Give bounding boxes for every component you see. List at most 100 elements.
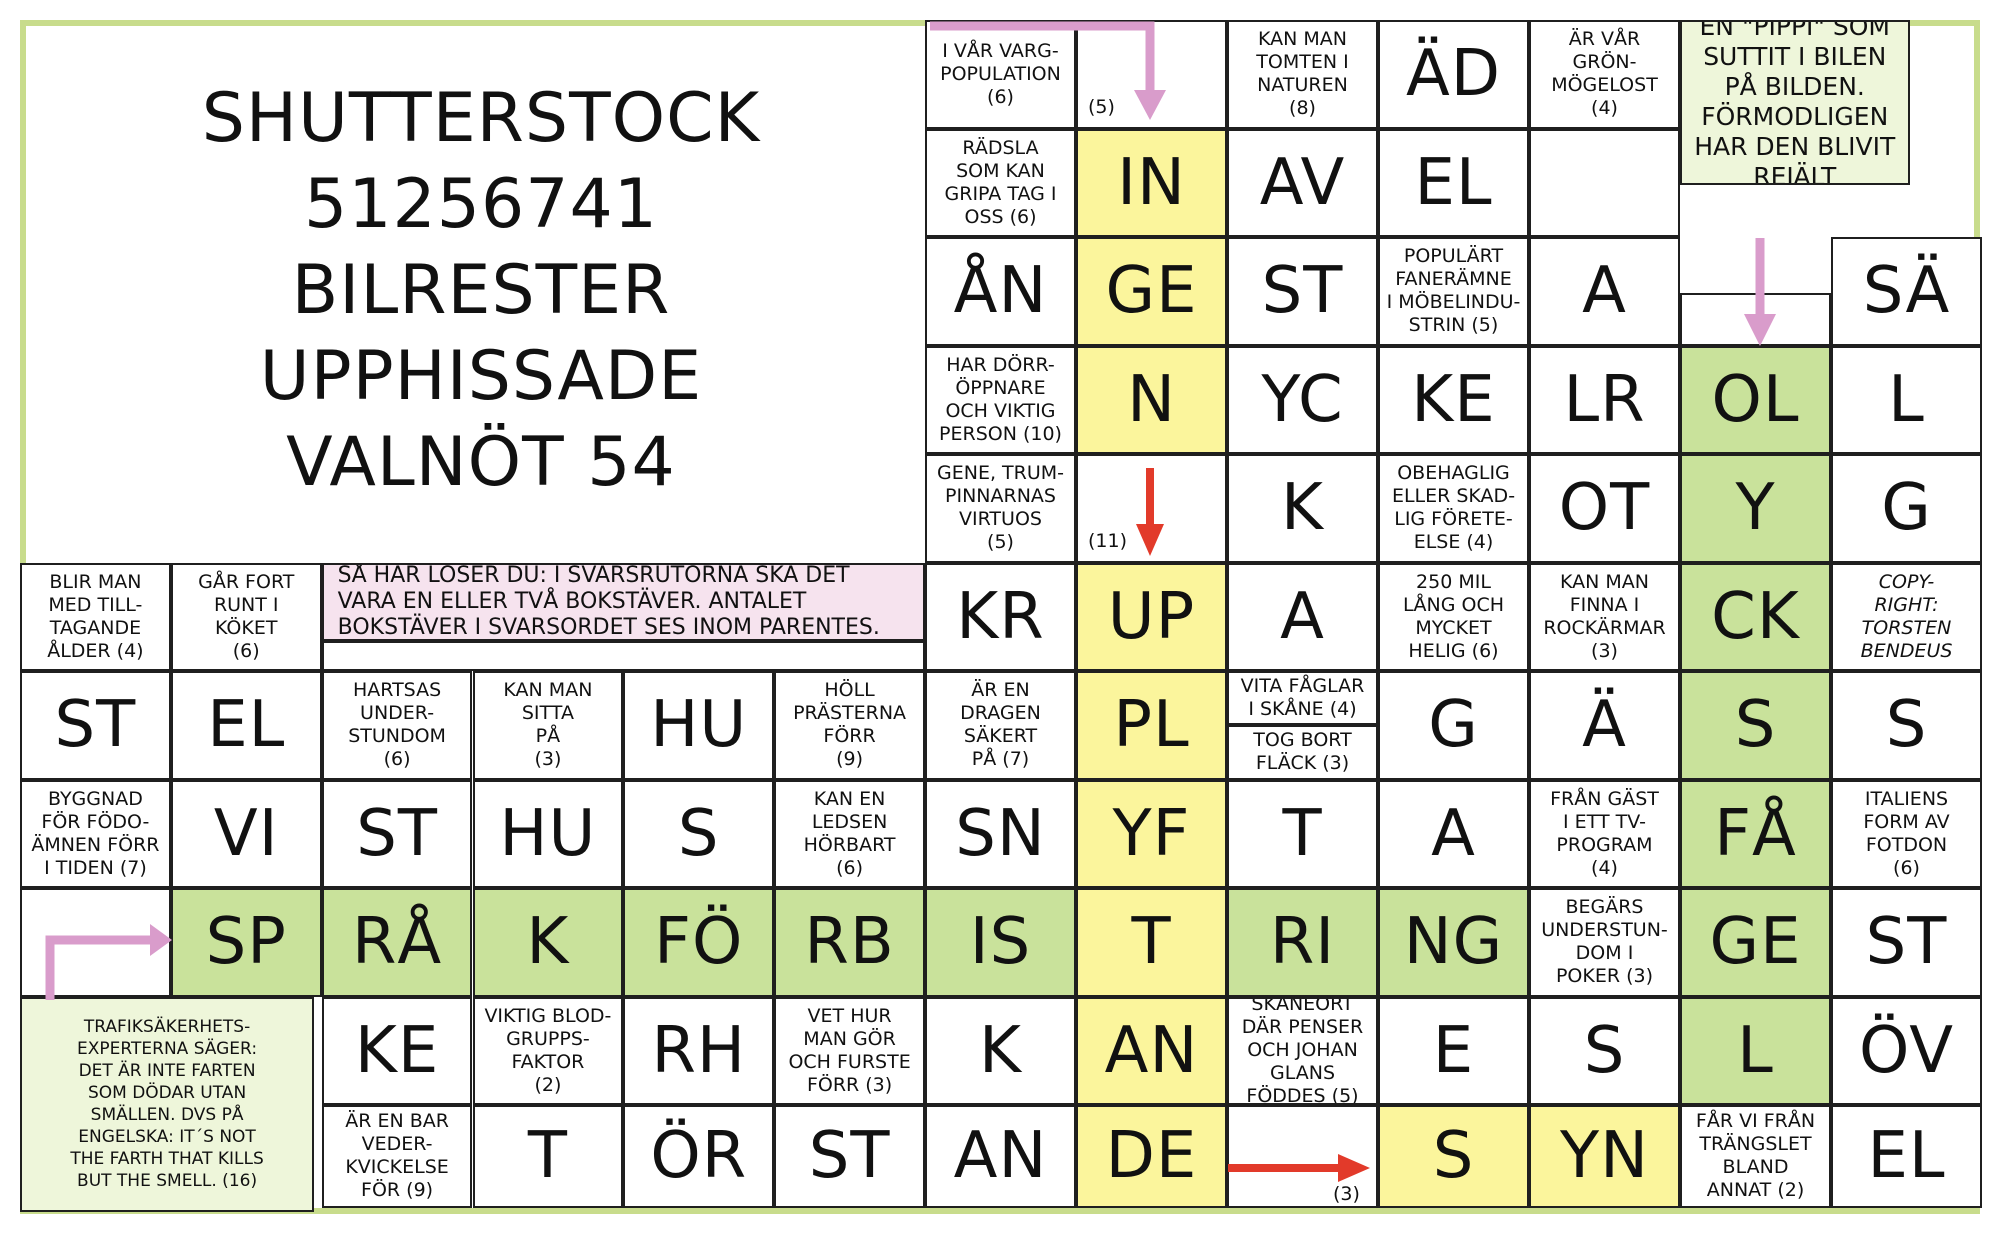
cell-r7c11[interactable]: FÅ xyxy=(1680,779,1831,888)
answer-letters: YN xyxy=(1560,1119,1649,1194)
cell-r6c12[interactable]: S xyxy=(1831,671,1982,780)
clue-text: OBEHAGLIG ELLER SKAD- LIG FÖRETE- ELSE (… xyxy=(1391,462,1516,554)
cell-r8c7[interactable]: T xyxy=(1076,888,1227,997)
cell-r3c3[interactable]: KE xyxy=(1378,345,1529,454)
cell-r4c2[interactable]: K xyxy=(1227,454,1378,563)
cell-r10c5[interactable]: ST xyxy=(774,1105,925,1208)
cell-r3c6[interactable]: L xyxy=(1831,345,1982,454)
cell-r9c9[interactable]: E xyxy=(1378,996,1529,1105)
cell-r9c6[interactable]: K xyxy=(925,996,1076,1105)
cell-r10c12[interactable]: EL xyxy=(1831,1105,1982,1208)
clue-furste: VET HUR MAN GÖR OCH FURSTE FÖRR (3) xyxy=(774,996,925,1105)
cell-r7c8[interactable]: T xyxy=(1227,779,1378,888)
cell-r1c2[interactable]: AV xyxy=(1227,128,1378,237)
cell-r9c7[interactable]: AN xyxy=(1076,996,1227,1105)
clue-vargpop: I VÅR VARG- POPULATION (6) xyxy=(925,20,1076,129)
clue-dorr: HAR DÖRR- ÖPPNARE OCH VIKTIG PERSON (10) xyxy=(925,345,1076,454)
cell-r3c2[interactable]: YC xyxy=(1227,345,1378,454)
cell-r8c1[interactable]: SP xyxy=(170,888,322,997)
cell-r1c3[interactable]: EL xyxy=(1378,128,1529,237)
cell-r9c4[interactable]: RH xyxy=(623,996,775,1105)
cell-r5c7[interactable]: UP xyxy=(1076,562,1227,671)
cell-r4c4[interactable]: OT xyxy=(1529,454,1680,563)
cell-r8c4[interactable]: FÖ xyxy=(623,888,775,997)
cell-r5c8[interactable]: A xyxy=(1227,562,1378,671)
cell-r7c7[interactable]: YF xyxy=(1076,779,1227,888)
length-number: (3) xyxy=(1333,1183,1360,1205)
cell-r7c4[interactable]: S xyxy=(623,779,775,888)
cell-r8c2[interactable]: RÅ xyxy=(321,888,473,997)
cell-r6c11[interactable]: S xyxy=(1680,671,1831,780)
cell-r10c3[interactable]: T xyxy=(472,1105,624,1208)
cell-r10c6[interactable]: AN xyxy=(925,1105,1076,1208)
cell-r2c4[interactable]: A xyxy=(1529,237,1680,346)
clue-text: SKÅNEORT DÄR PENSER OCH JOHAN GLANS FÖDD… xyxy=(1241,996,1364,1105)
cell-r2c1[interactable]: GE xyxy=(1076,237,1227,346)
cell-r9c2[interactable]: KE xyxy=(321,996,473,1105)
answer-letters: E xyxy=(1432,1013,1475,1088)
clue-ledsen: KAN EN LEDSEN HÖRBART (6) xyxy=(774,779,925,888)
answer-letters: RB xyxy=(804,905,895,980)
clue-radsla: RÄDSLA SOM KAN GRIPA TAG I OSS (6) xyxy=(925,128,1076,237)
cell-r9c10[interactable]: S xyxy=(1529,996,1680,1105)
answer-letters: IN xyxy=(1117,145,1186,220)
cell-r5c11[interactable]: CK xyxy=(1680,562,1831,671)
cell-r2c5 xyxy=(1680,293,1831,346)
cell-r0c3[interactable]: ÄD xyxy=(1378,20,1529,129)
cell-r10c7[interactable]: DE xyxy=(1076,1105,1227,1208)
answer-letters: CK xyxy=(1711,579,1800,654)
answer-letters: FÅ xyxy=(1714,796,1797,871)
answer-letters: OL xyxy=(1711,362,1800,437)
cell-r10c10[interactable]: YN xyxy=(1529,1105,1680,1208)
cell-r8c12[interactable]: ST xyxy=(1831,888,1982,997)
cell-r5c6[interactable]: KR xyxy=(925,562,1076,671)
cell-r10c9[interactable]: S xyxy=(1378,1105,1529,1208)
clue-tomten: KAN MAN TOMTEN I NATUREN (8) xyxy=(1227,20,1378,129)
cell-r7c2[interactable]: ST xyxy=(321,779,473,888)
cell-r2c2[interactable]: ST xyxy=(1227,237,1378,346)
cell-r6c7[interactable]: PL xyxy=(1076,671,1227,780)
cell-r8c8[interactable]: RI xyxy=(1227,888,1378,997)
cell-r7c1[interactable]: VI xyxy=(170,779,322,888)
cell-r9c12[interactable]: ÖV xyxy=(1831,996,1982,1105)
cell-r8c11[interactable]: GE xyxy=(1680,888,1831,997)
answer-letters: L xyxy=(1888,362,1925,437)
cell-r1c1[interactable]: IN xyxy=(1076,128,1227,237)
clue-blodgrupp: VIKTIG BLOD- GRUPPS- FAKTOR (2) xyxy=(472,996,624,1105)
clue-text xyxy=(1531,131,1678,236)
answer-letters: GE xyxy=(1105,254,1198,329)
cell-r7c6[interactable]: SN xyxy=(925,779,1076,888)
answer-letters: AN xyxy=(1104,1013,1199,1088)
cell-r3c4[interactable]: LR xyxy=(1529,345,1680,454)
cell-r2c0[interactable]: ÅN xyxy=(925,237,1076,346)
answer-letters: AN xyxy=(953,1119,1048,1194)
cell-r4c5[interactable]: Y xyxy=(1680,454,1831,563)
clue-togbort: TOG BORT FLÄCK (3) xyxy=(1227,725,1378,780)
cell-r8c6[interactable]: IS xyxy=(925,888,1076,997)
cell-r8c5[interactable]: RB xyxy=(774,888,925,997)
cell-r6c9[interactable]: G xyxy=(1378,671,1529,780)
cell-r8c3[interactable]: K xyxy=(472,888,624,997)
clue-dragen: ÄR EN DRAGEN SÄKERT PÅ (7) xyxy=(925,671,1076,780)
cell-r10c4[interactable]: ÖR xyxy=(623,1105,775,1208)
cell-r3c1[interactable]: N xyxy=(1076,345,1227,454)
answer-letters: S xyxy=(1885,688,1928,763)
cell-r9c11[interactable]: L xyxy=(1680,996,1831,1105)
cell-r8c0 xyxy=(20,888,171,997)
cell-r6c10[interactable]: Ä xyxy=(1529,671,1680,780)
clue-text: RÄDSLA SOM KAN GRIPA TAG I OSS (6) xyxy=(944,136,1057,228)
cell-r7c9[interactable]: A xyxy=(1378,779,1529,888)
cell-r4c6[interactable]: G xyxy=(1831,454,1982,563)
clue-text: ÄR EN BAR VEDER- KVICKELSE FÖR (9) xyxy=(345,1110,449,1202)
cell-r2c6[interactable]: SÄ xyxy=(1831,237,1982,346)
answer-letters: KE xyxy=(354,1013,440,1088)
answer-letters: ÅN xyxy=(953,254,1048,329)
cell-r8c9[interactable]: NG xyxy=(1378,888,1529,997)
cell-r3c5[interactable]: OL xyxy=(1680,345,1831,454)
length-number: (11) xyxy=(1088,530,1128,552)
cell-r6c0[interactable]: ST xyxy=(20,671,171,780)
cell-r7c3[interactable]: HU xyxy=(472,779,624,888)
answer-letters: S xyxy=(677,796,720,871)
cell-r6c4[interactable]: HU xyxy=(623,671,775,780)
cell-r6c1[interactable]: EL xyxy=(170,671,322,780)
